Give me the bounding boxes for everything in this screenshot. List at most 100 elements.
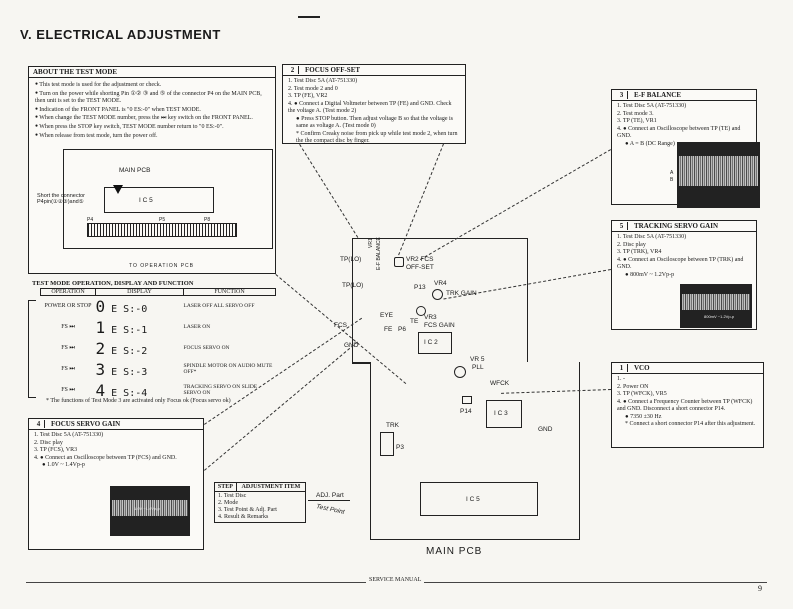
wfck-label: WFCK [490,380,510,387]
vr3-label: VR3 [424,314,437,321]
p14-label: P14 [460,408,472,415]
tracking-scope-text: 800mV ~1.2Vp-p [704,314,735,319]
function-cell: TRACKING SERVO ON SLIDE SERVO ON [183,384,258,396]
step-line: ● Press STOP button. Then adjust voltage… [296,115,454,130]
step-line: 4. ● Connect an Osciloscope between TP (… [617,256,744,271]
step-line: 1. - [617,376,625,382]
display-cell: 0 E S:-0 [95,296,148,316]
step-line: 3. TP (FCS), VR3 [34,447,78,453]
focus-offset-header: FOCUS OFF-SET [305,66,361,74]
step-line: 2. Test mode 2 and 0 [288,85,338,92]
p5-label: P5 [159,217,166,223]
op-cell: POWER OR STOP [44,303,92,310]
ic2-label: I C 2 [424,339,438,346]
ic3-label: I C 3 [494,410,508,417]
main-pcb-body-outline [370,362,580,540]
leader-line [299,144,359,238]
about-test-mode-panel: ABOUT THE TEST MODE This test mode is us… [28,66,276,274]
page-number: 9 [758,584,762,593]
step-line: 1. Test Disc 5A (AT-751330) [288,78,358,84]
step-line: 4. ● Connect an Oscilloscope between TP … [617,125,741,140]
tracking-gain-header: TRACKING SERVO GAIN [634,222,719,230]
step-line: 4. ● Connect a Digital Voltmeter between… [288,100,452,115]
about-bullet: When change the TEST MODE number, press … [35,114,269,123]
about-header: ABOUT THE TEST MODE [29,67,275,78]
focus-gain-header: FOCUS SERVO GAIN [51,420,121,428]
step-line: ● 800mV ~ 1.2Vp-p [625,271,675,278]
p3-connector [380,432,394,456]
about-main-pcb-label: MAIN PCB [119,167,151,174]
about-bullet: This test mode is used for the adjustmen… [35,81,269,90]
table-row: FS ⏭ 1 E S:-1 LASER ON [41,317,276,338]
about-ic5-label: I C 5 [139,197,153,204]
step-line: * Connect a short connector P14 after th… [625,421,756,427]
table-header: OPERATION [40,288,96,296]
ic5-box [420,482,538,516]
focus-gain-scope-image: 1.0V ~1.4Vp-p [110,486,190,536]
p3-label: P3 [396,444,404,451]
step-legend-table: STEP ADJUSTMENT ITEM 1. Test Disc 2. Mod… [214,482,307,523]
step-line: ● 7350 ±30 Hz [625,413,662,420]
p4-label: P4 [87,217,94,223]
display-cell: 4 E S:-4 [95,380,148,400]
eye-label: EYE [380,312,394,319]
about-ic5-box [104,187,214,213]
test-mode-table-caption: TEST MODE OPERATION, DISPLAY AND FUNCTIO… [32,280,194,287]
p14-connector [462,396,472,404]
scope-a-label: A [670,170,674,176]
step-line: 2. Disc play [34,439,63,446]
step-line: 3. TP (FE), VR2 [288,93,328,99]
step-line: * Confirm Creaky noise from pick up whil… [296,130,458,145]
step-line: 2. Power ON [617,383,649,390]
tp-lo-label: TP(LO) [340,256,362,263]
step-item: 1. Test Disc [218,493,247,499]
op-cell: FS ⏭ [61,323,75,330]
test-mode-table-bracket [28,300,36,398]
step-line: 2. Test mode 3. [617,110,654,117]
ic2-box [418,332,452,354]
fe-label: FE [384,326,393,333]
tracking-scope-image: 800mV ~1.2Vp-p [680,284,752,328]
display-cell: 2 E S:-2 [95,338,148,358]
adjustment-item-header: ADJUSTMENT ITEM [235,482,307,492]
connector-strip [87,223,237,237]
step-line: 3. TP (WFCK), VR5 [617,391,667,397]
step-item: 2. Mode [218,500,238,506]
footer-manual-label: SERVICE MANUAL [366,577,425,583]
table-row: FS ⏭ 3 E S:-3 SPINDLE MOTOR ON AUDIO MUT… [41,359,276,380]
vr2-fcs-label: VR2 FCS [406,256,434,263]
about-bullet: Indication of the FRONT PANEL is "0 ES:-… [35,106,269,115]
vr5-trimmer-icon [454,366,466,378]
vr4-trimmer-icon [432,289,443,300]
function-cell: SPINDLE MOTOR ON AUDIO MUTE OFF* [183,363,273,375]
p6-label: P6 [398,326,406,333]
vr5-label: VR 5 [470,356,485,363]
focus-scope-text: 1.0V ~1.4Vp-p [134,506,160,511]
about-short-note: Short the connector P4pin(①②③)and⑤ [37,193,86,205]
arrow-down-icon [113,185,123,194]
function-cell: LASER ON [183,324,211,330]
offset-label: OFF-SET [406,264,434,271]
function-cell: LASER OFF ALL SERVO OFF [183,303,255,310]
step-line: 1. Test Disc 5A (AT-751330) [34,432,104,438]
trk-gain-label: TRK GAIN [446,290,477,297]
fcs-gain-label: FCS GAIN [424,322,455,329]
step-line: 2. Disc play [617,241,646,248]
test-mode-table: OPERATION DISPLAY FUNCTION POWER OR STOP… [40,288,276,401]
step-line: 1. Test Disc 5A (AT-751330) [617,234,687,240]
step-header: STEP [214,482,237,492]
vr3-trimmer-icon [416,306,426,316]
top-mark [298,16,320,18]
step-line: ● A = B (DC Range) [625,140,675,147]
table-row: POWER OR STOP 0 E S:-0 LASER OFF ALL SER… [41,296,276,317]
table-row: FS ⏭ 4 E S:-4 TRACKING SERVO ON SLIDE SE… [41,380,276,401]
vr2-trimmer-icon [394,257,404,267]
ic3-box [486,400,522,428]
display-cell: 3 E S:-3 [95,359,148,379]
vr4-label: VR4 [434,280,447,287]
step-item: 3. Test Point & Adj. Part [218,507,277,513]
op-cell: FS ⏭ [61,386,75,393]
ef-balance-vertical-label: E-F BALANCE [376,237,382,270]
